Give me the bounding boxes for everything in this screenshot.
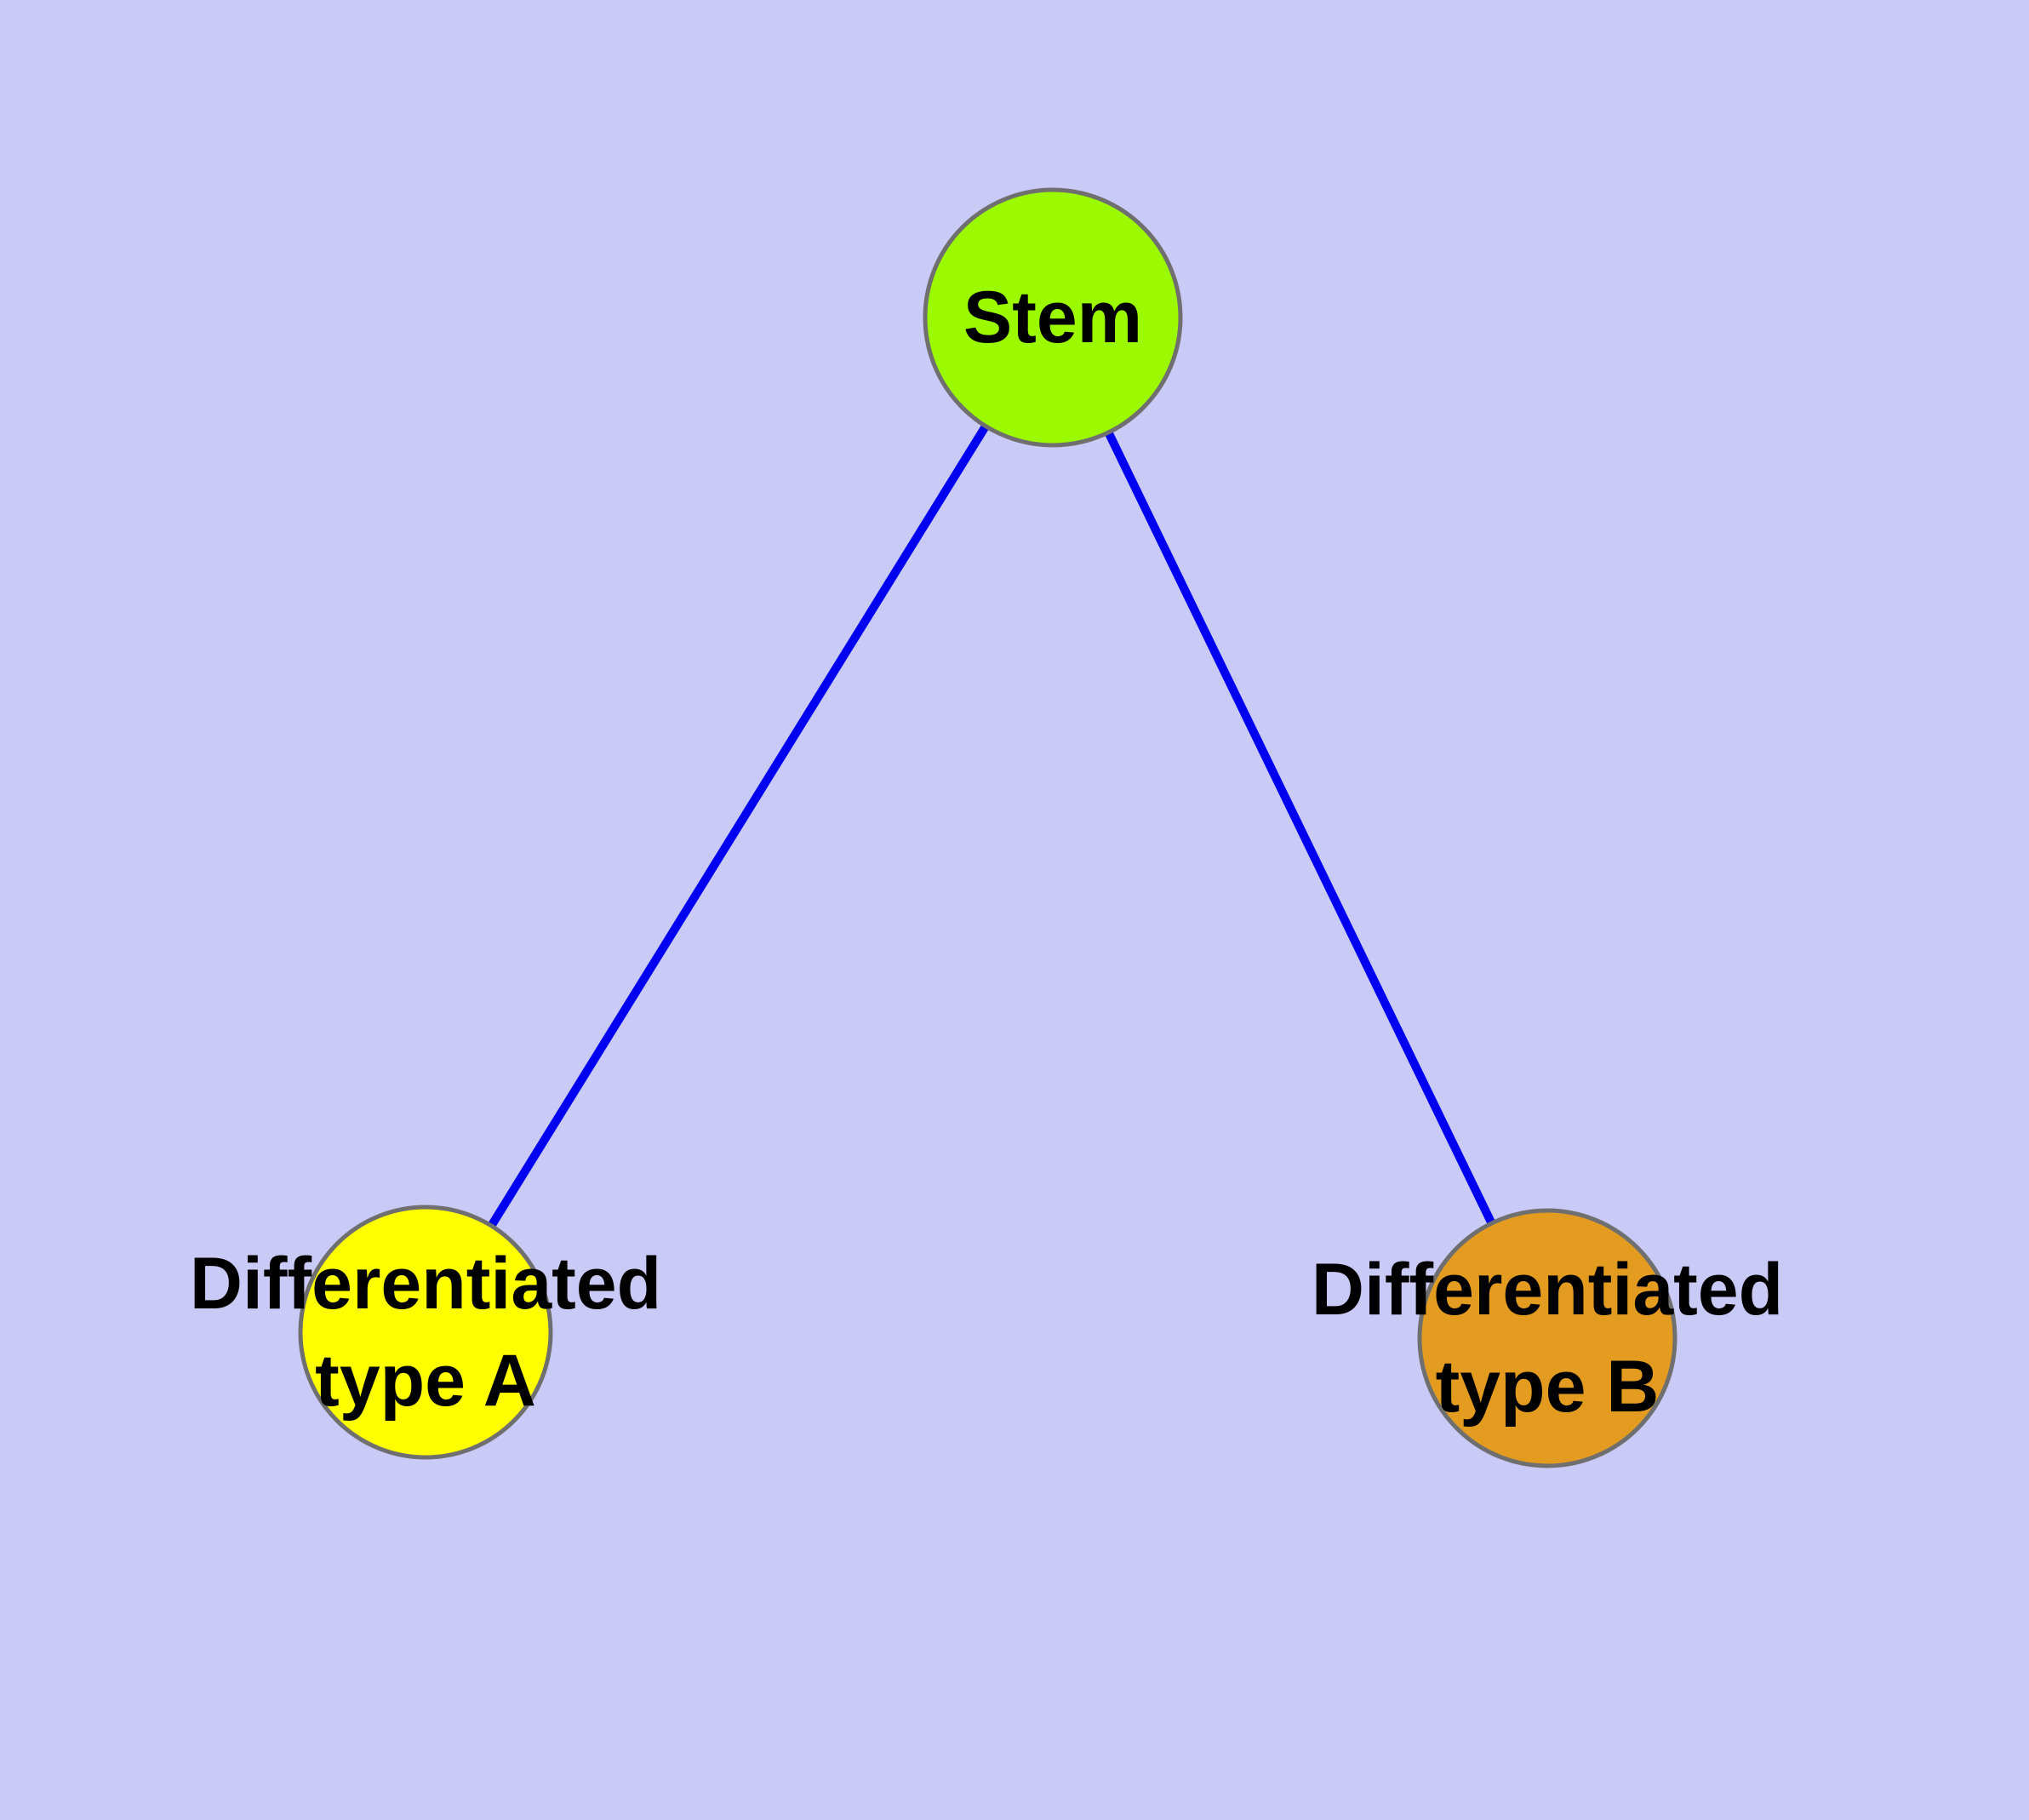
edge-stem-to-type-a [421,315,1057,1335]
node-label-differentiated-type-a: Differentiated type A [189,1243,662,1422]
node-label-differentiated-type-b: Differentiated type B [1311,1249,1784,1428]
node-label-stem: Stem [963,277,1143,358]
edge-stem-to-type-b [1049,315,1552,1341]
node-stem-circle[interactable] [923,187,1183,448]
node-differentiated-type-b-circle[interactable] [1417,1208,1677,1468]
node-differentiated-type-a-circle[interactable] [298,1205,553,1460]
